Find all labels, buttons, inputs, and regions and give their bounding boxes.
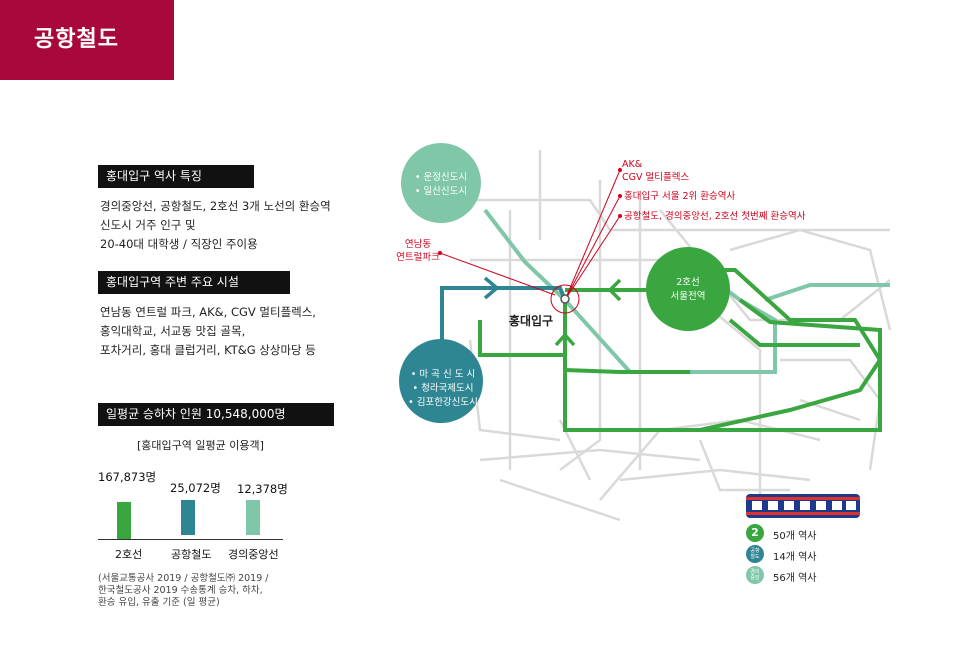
chart-baseline — [98, 539, 283, 540]
hongik-station-marker — [560, 294, 570, 304]
gyeongui-destination-circle — [401, 143, 481, 223]
gyeongui-circle-text: • 운정신도시 — [415, 172, 467, 183]
header-title-box: 공항철도 — [0, 0, 174, 80]
callout-transfer-rank: 홍대입구 서울 2위 환승역사 — [624, 190, 736, 202]
source-line: 환승 유입, 유출 기준 (일 평균) — [98, 597, 220, 608]
legend-text: 50개 역사 — [773, 531, 817, 542]
source-line: (서울교통공사 2019 / 공항철도㈜ 2019 / — [98, 573, 269, 584]
bar-value-label: 25,072명 — [170, 481, 221, 495]
train-icon — [746, 494, 860, 518]
features-line: 경의중앙선, 공항철도, 2호선 3개 노선의 환승역 — [100, 199, 331, 213]
bar-category-label: 경의중앙선 — [228, 548, 279, 561]
line2-circle-text: 2호선 — [676, 277, 700, 288]
callout-cgv: CGV 멀티플렉스 — [622, 171, 689, 183]
line2-destination-circle — [646, 247, 730, 331]
facilities-text: 연남동 연트럴 파크, AK&, CGV 멀티플렉스, 홍익대학교, 서교동 맛… — [100, 303, 316, 360]
callout-first-transfer: 공항철도, 경의중앙선, 2호선 첫번째 환승역사 — [624, 210, 806, 222]
callout-lines — [439, 169, 621, 301]
bar-category-label: 2호선 — [115, 548, 143, 561]
callout-dots — [438, 168, 622, 255]
legend-text: 14개 역사 — [773, 552, 817, 563]
bar-2 — [246, 500, 260, 535]
section-heading-features: 홍대입구 역사 특징 — [98, 165, 254, 188]
facilities-line: 연남동 연트럴 파크, AK&, CGV 멀티플렉스, — [100, 305, 316, 319]
bar-value-label: 167,873명 — [98, 470, 157, 484]
hongik-station-label: 홍대입구 — [509, 313, 553, 328]
airport-line — [440, 276, 567, 380]
features-line: 신도시 거주 인구 및 — [100, 218, 196, 232]
facilities-line: 홍익대학교, 서교동 맛집 골목, — [100, 324, 246, 338]
subway-route-map: • 운정신도시 • 일산신도시 2호선 서울전역 • 마 곡 신 도 시 • 청… — [396, 143, 892, 522]
section-heading-facilities: 홍대입구역 주변 주요 시설 — [98, 271, 290, 294]
line2-circle-text: 서울전역 — [671, 291, 706, 302]
yeonnam-label: 연남동 — [405, 239, 431, 250]
legend-text: 56개 역사 — [773, 573, 817, 584]
station-highlight-ring — [550, 284, 580, 314]
page-title: 공항철도 — [34, 27, 119, 52]
background-network — [468, 150, 892, 522]
section-heading-ridership: 일평균 승하차 인원 10,548,000명 — [98, 403, 334, 426]
chart-title: [홍대입구역 일평균 이용객] — [137, 439, 264, 452]
airport-destination-circle — [399, 339, 483, 423]
source-line: 한국철도공사 2019 수송통계 승차, 하차, — [98, 585, 263, 596]
facilities-line: 포차거리, 홍대 클럽거리, KT&G 상상마당 등 — [100, 343, 316, 357]
features-line: 20-40대 대학생 / 직장인 주이용 — [100, 237, 258, 251]
bar-value-label: 12,378명 — [237, 482, 288, 496]
legend-badge: 공항 철도 — [746, 545, 764, 563]
legend-badge: 2 — [746, 524, 764, 542]
source-note: (서울교통공사 2019 / 공항철도㈜ 2019 / 한국철도공사 2019 … — [98, 573, 268, 609]
bar-1 — [181, 500, 195, 535]
airport-circle-text: • 청라국제도시 — [412, 383, 473, 394]
gyeongui-circle-text: • 일산신도시 — [415, 186, 467, 197]
bar-0 — [117, 502, 131, 539]
legend-badge: 경의 중앙 — [746, 566, 764, 584]
yeonnam-label: 연트럴파크 — [396, 252, 440, 263]
features-text: 경의중앙선, 공항철도, 2호선 3개 노선의 환승역 신도시 거주 인구 및 … — [100, 197, 331, 254]
airport-circle-text: • 김포한강신도시 — [408, 396, 478, 408]
callout-ak: AK& — [622, 159, 643, 170]
airport-circle-text: • 마 곡 신 도 시 — [411, 369, 475, 380]
bar-category-label: 공항철도 — [171, 548, 212, 561]
